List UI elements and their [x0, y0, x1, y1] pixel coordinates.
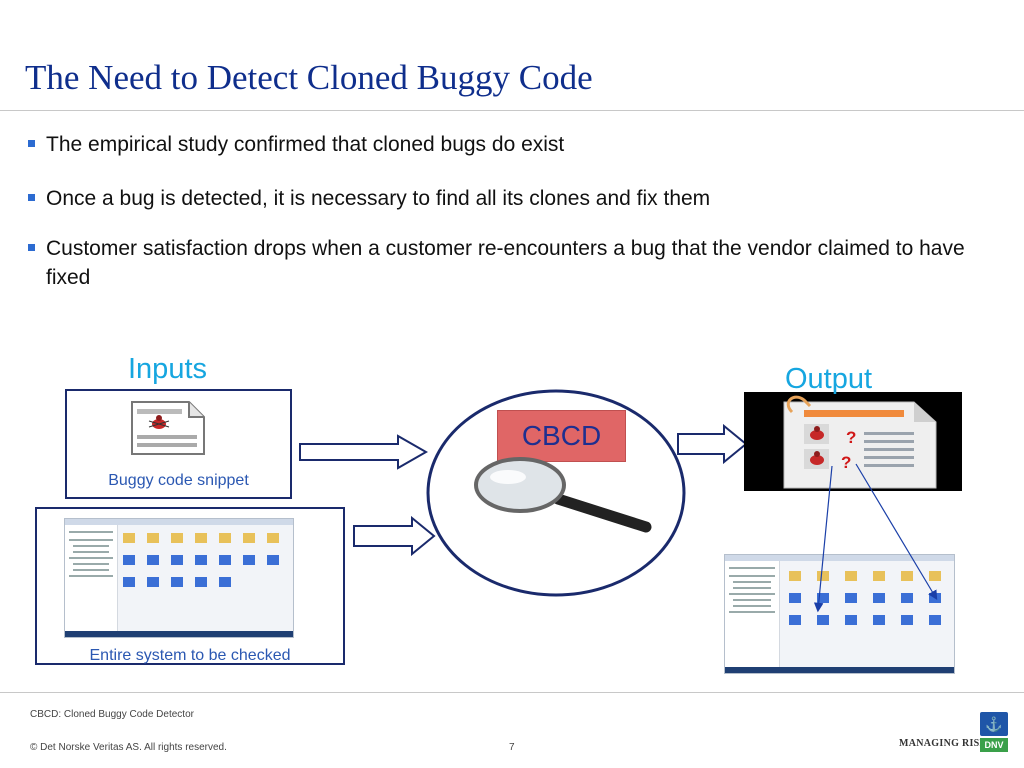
- cbcd-label: CBCD: [521, 420, 602, 451]
- document-bug-icon: [131, 401, 205, 455]
- copyright: © Det Norske Veritas AS. All rights rese…: [30, 742, 227, 753]
- footer-divider: [0, 692, 1024, 693]
- output-report-image: ? ?: [744, 392, 962, 491]
- page-number: 7: [509, 742, 515, 753]
- logo-text: DNV: [980, 738, 1008, 752]
- dnv-logo: ⚓ DNV: [980, 712, 1008, 752]
- arrow-right-icon: [677, 424, 748, 464]
- bullet-item: Once a bug is detected, it is necessary …: [28, 184, 1003, 213]
- slide-title: The Need to Detect Cloned Buggy Code: [25, 58, 593, 97]
- inputs-label: Inputs: [128, 353, 207, 385]
- magnifying-glass-icon: [474, 457, 652, 533]
- bullet-text: Customer satisfaction drops when a custo…: [46, 237, 965, 289]
- bullet-marker: [28, 140, 35, 147]
- bullet-item: The empirical study confirmed that clone…: [28, 130, 1003, 159]
- system-box: Entire system to be checked: [35, 507, 345, 665]
- system-caption: Entire system to be checked: [89, 647, 291, 664]
- snippet-caption: Buggy code snippet: [108, 472, 249, 489]
- question-mark: ?: [841, 453, 852, 472]
- bullet-marker: [28, 194, 35, 201]
- result-screenshot: [724, 554, 955, 674]
- title-divider: [0, 110, 1024, 111]
- arrow-right-icon: [353, 516, 436, 556]
- bullet-text: The empirical study confirmed that clone…: [46, 133, 565, 156]
- bullet-list: The empirical study confirmed that clone…: [28, 130, 1003, 292]
- question-mark: ?: [846, 428, 857, 447]
- snippet-box: Buggy code snippet: [65, 389, 292, 499]
- arrow-right-icon: [299, 434, 429, 470]
- footer-note: CBCD: Cloned Buggy Code Detector: [30, 709, 194, 720]
- file-explorer-screenshot: [64, 518, 294, 638]
- report-document-icon: [783, 395, 937, 489]
- connector-arrows: [813, 463, 938, 613]
- output-label: Output: [785, 363, 873, 395]
- bullet-item: Customer satisfaction drops when a custo…: [28, 234, 1003, 292]
- cbcd-label-box: CBCD: [497, 410, 626, 462]
- bullet-marker: [28, 244, 35, 251]
- bullet-text: Once a bug is detected, it is necessary …: [46, 187, 711, 210]
- tagline: MANAGING RISK: [899, 738, 988, 749]
- anchor-icon: ⚓: [980, 712, 1008, 736]
